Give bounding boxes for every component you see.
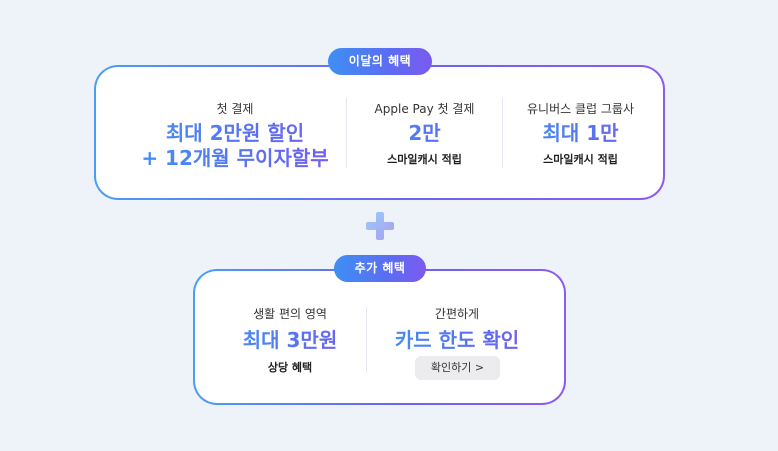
universe-club-benefit: 유니버스 클럽 그룹사 최대 1만 스마일캐시 적립 bbox=[508, 100, 653, 167]
lifestyle-benefit: 생활 편의 영역 최대 3만원 상당 혜택 bbox=[215, 305, 365, 375]
benefit-label: 첫 결제 bbox=[216, 102, 254, 116]
apple-pay-benefit: Apple Pay 첫 결제 2만 스마일캐시 적립 bbox=[352, 100, 497, 167]
benefit-label: 생활 편의 영역 bbox=[253, 307, 327, 321]
benefit-detail: 스마일캐시 적립 bbox=[543, 153, 618, 166]
plus-icon bbox=[366, 212, 394, 240]
benefit-headline-line2: + 12개월 무이자할부 bbox=[120, 146, 350, 171]
benefit-headline: 최대 3만원 bbox=[215, 328, 365, 353]
card-limit-check: 간편하게 카드 한도 확인 bbox=[372, 305, 542, 353]
additional-benefits-card bbox=[193, 269, 566, 405]
benefit-headline: 카드 한도 확인 bbox=[372, 328, 542, 353]
benefit-headline-line1: 최대 2만원 할인 bbox=[120, 121, 350, 146]
monthly-benefits-card bbox=[94, 65, 665, 200]
divider bbox=[366, 307, 367, 373]
benefit-label: 유니버스 클럽 그룹사 bbox=[527, 102, 634, 116]
benefit-detail: 상당 혜택 bbox=[267, 361, 313, 374]
divider bbox=[346, 98, 347, 168]
benefit-headline: 최대 1만 bbox=[508, 121, 653, 146]
first-payment-benefit: 첫 결제 최대 2만원 할인 + 12개월 무이자할부 bbox=[120, 100, 350, 171]
benefit-detail: 스마일캐시 적립 bbox=[387, 153, 462, 166]
divider bbox=[502, 98, 503, 168]
additional-benefits-badge: 추가 혜택 bbox=[334, 255, 426, 282]
monthly-benefits-badge: 이달의 혜택 bbox=[328, 48, 432, 75]
benefit-label: 간편하게 bbox=[434, 307, 480, 321]
benefit-label: Apple Pay 첫 결제 bbox=[374, 102, 475, 116]
benefit-headline: 2만 bbox=[352, 121, 497, 146]
check-limit-button[interactable]: 확인하기 > bbox=[415, 356, 500, 380]
